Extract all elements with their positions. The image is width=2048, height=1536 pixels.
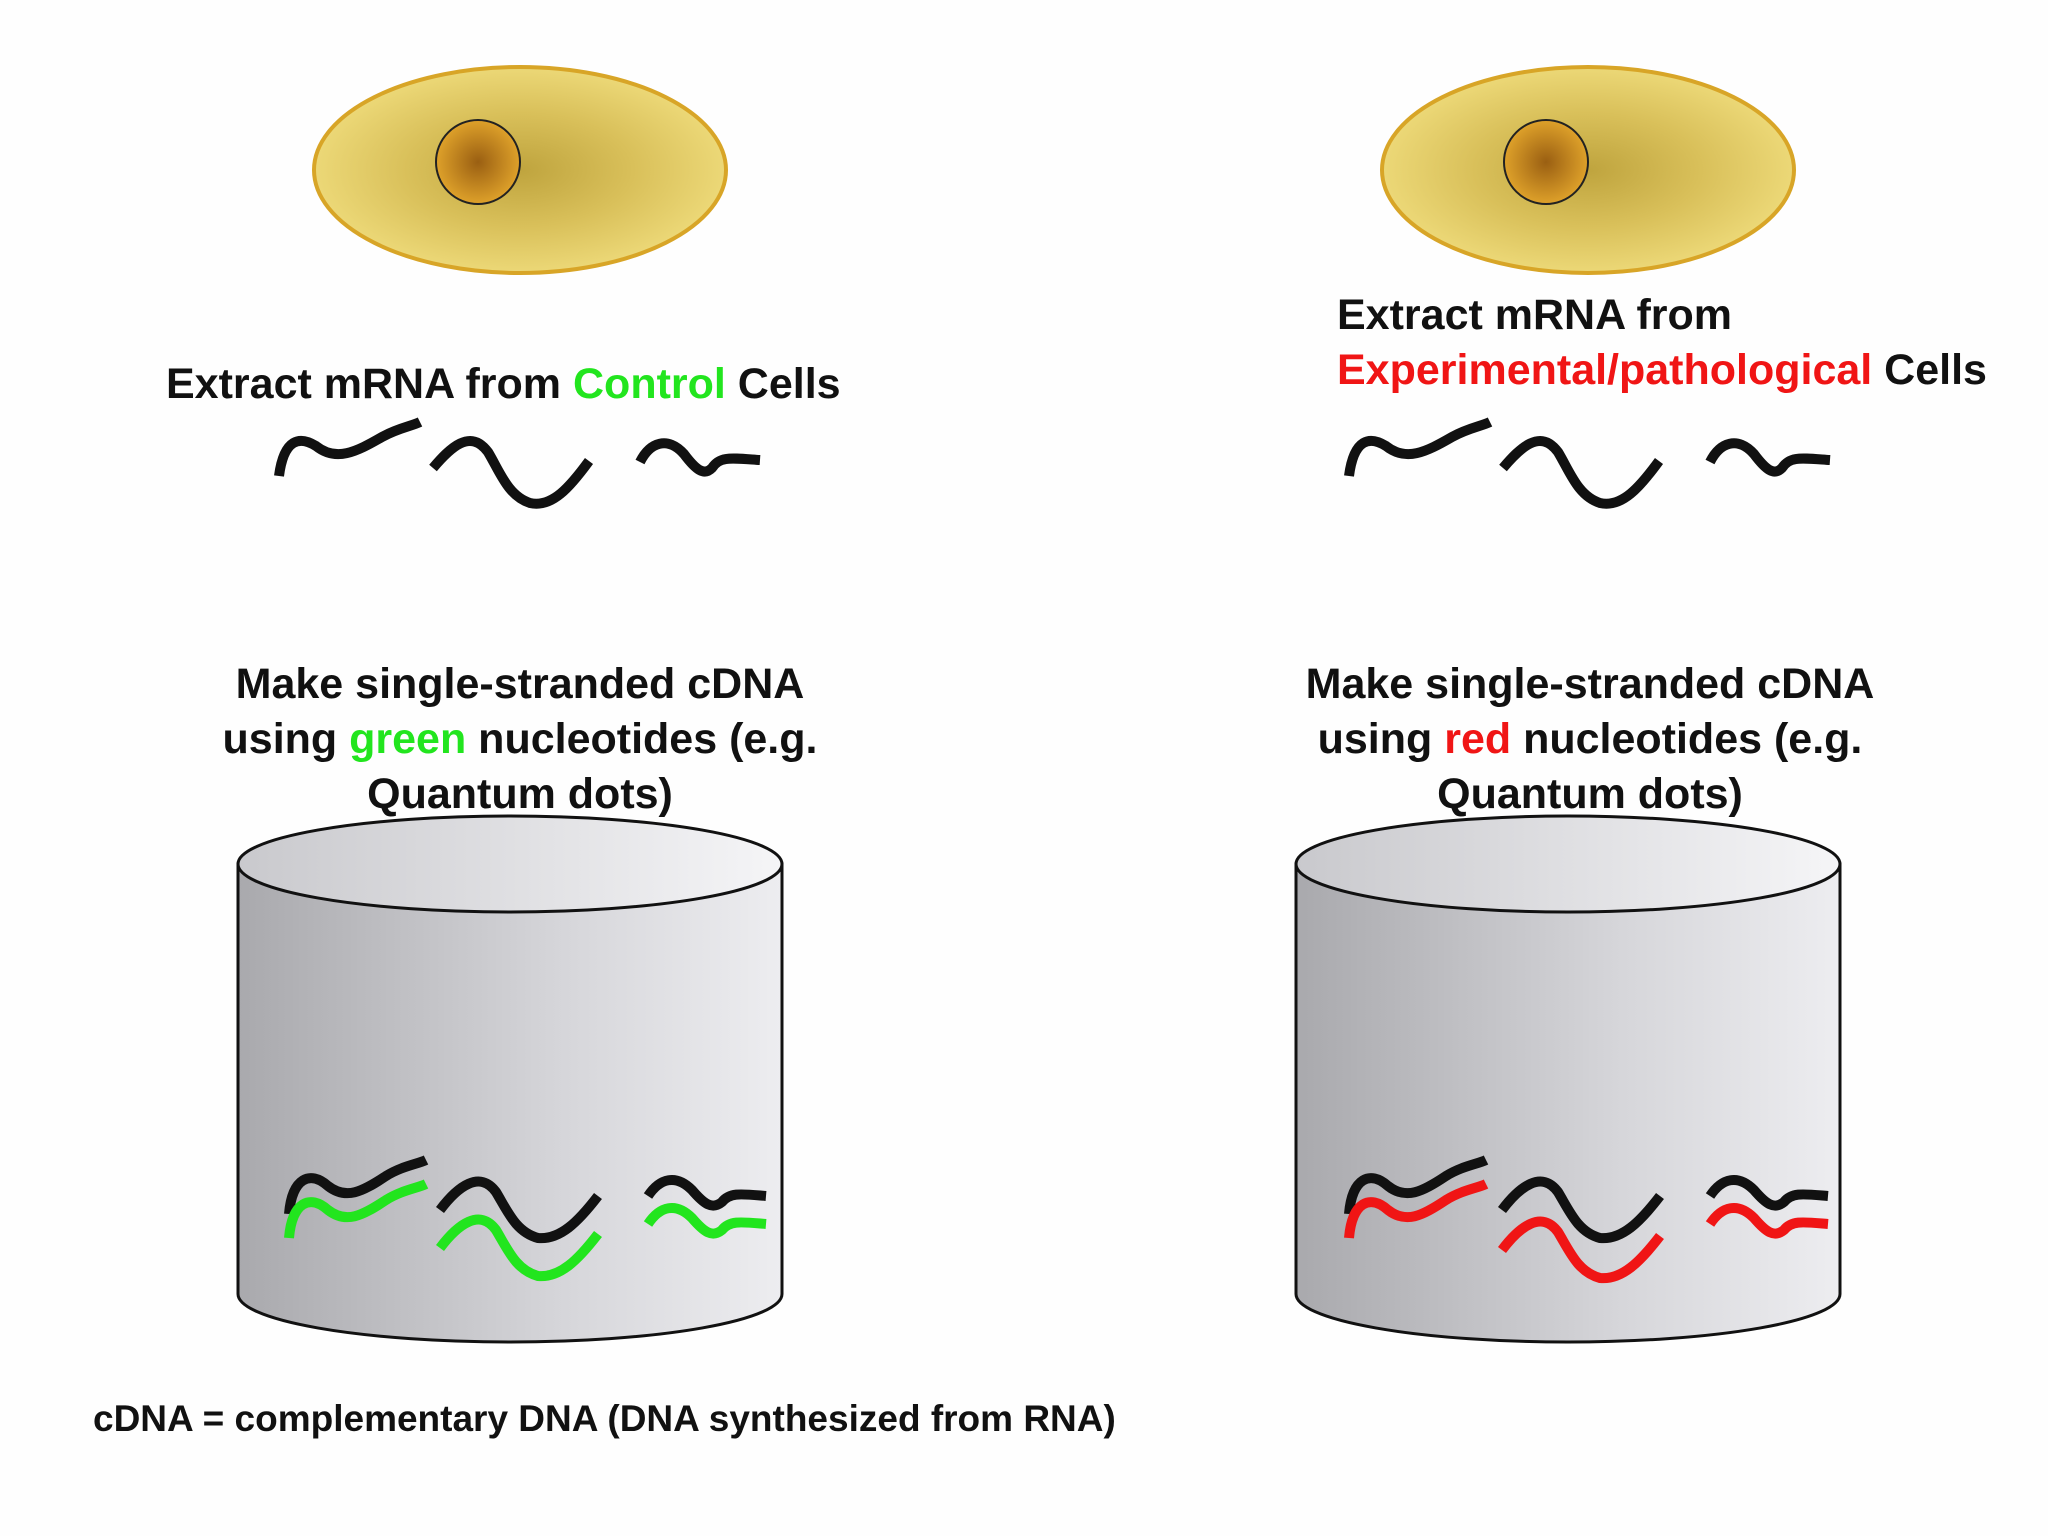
- control-highlight: Control: [573, 360, 726, 408]
- mrna-strand: [429, 436, 594, 509]
- mrna-strand: [643, 1175, 767, 1211]
- cdna-line-2-prefix: using: [1317, 715, 1445, 763]
- control-cdna-strands: [284, 1155, 767, 1282]
- tube-top: [236, 814, 784, 914]
- cdna-strand: [643, 1203, 767, 1239]
- cdna-line-3: Quantum dots): [367, 770, 673, 818]
- cdna-line-2: using red nucleotides (e.g.: [1230, 712, 1950, 767]
- extract-suffix: Cells: [1872, 346, 1987, 394]
- cell-nucleus: [435, 119, 521, 205]
- cdna-line-1: Make single-stranded cDNA: [1305, 660, 1875, 708]
- extract-line-1: Extract mRNA from: [1337, 291, 1733, 339]
- red-highlight: red: [1444, 715, 1512, 763]
- extract-line-2: Experimental/pathological Cells: [1337, 343, 1987, 398]
- cdna-line-2: using green nucleotides (e.g.: [160, 712, 880, 767]
- cdna-line-3: Quantum dots): [1437, 770, 1743, 818]
- extract-prefix: Extract mRNA from: [166, 360, 573, 408]
- experimental-cdna-label: Make single-stranded cDNA using red nucl…: [1230, 657, 1950, 822]
- mrna-strand: [274, 417, 423, 477]
- experimental-tube: [1294, 814, 1842, 1344]
- cdna-definition-footnote: cDNA = complementary DNA (DNA synthesize…: [93, 1398, 1116, 1439]
- mrna-strand: [1705, 438, 1831, 477]
- control-tube: [236, 814, 784, 1344]
- cdna-line-2-suffix: nucleotides (e.g.: [466, 715, 818, 763]
- mrna-strand: [1705, 1175, 1829, 1211]
- experimental-highlight: Experimental/pathological: [1337, 346, 1873, 394]
- control-cdna-label: Make single-stranded cDNA using green nu…: [160, 657, 880, 822]
- cdna-strand: [436, 1214, 602, 1282]
- control-mrna-strands: [274, 417, 761, 509]
- mrna-strand: [1344, 1155, 1489, 1215]
- tube-body: [1294, 862, 1842, 1344]
- experimental-cell: [1380, 65, 1796, 275]
- cdna-strand: [1705, 1203, 1829, 1239]
- experimental-mrna-strands: [1344, 417, 1831, 509]
- cdna-strand: [284, 1179, 429, 1239]
- extract-suffix: Cells: [725, 360, 841, 408]
- cdna-line-2-prefix: using: [222, 715, 350, 763]
- cdna-line-1: Make single-stranded cDNA: [235, 660, 805, 708]
- tube-body: [236, 862, 784, 1344]
- mrna-strand: [1344, 417, 1493, 477]
- cdna-line-2-suffix: nucleotides (e.g.: [1511, 715, 1863, 763]
- mrna-strand: [284, 1155, 429, 1215]
- control-cell: [312, 65, 728, 275]
- mrna-strand: [1498, 1176, 1664, 1244]
- mrna-strand: [635, 438, 761, 477]
- mrna-strand: [1499, 436, 1664, 509]
- cdna-strand: [1344, 1179, 1489, 1239]
- experimental-cdna-strands: [1344, 1155, 1829, 1284]
- green-highlight: green: [349, 715, 467, 763]
- control-extract-label: Extract mRNA from Control Cells: [166, 357, 841, 412]
- tube-top: [1294, 814, 1842, 914]
- experimental-extract-label: Extract mRNA from Experimental/pathologi…: [1337, 288, 1987, 398]
- mrna-strand: [436, 1176, 602, 1244]
- cdna-strand: [1498, 1216, 1664, 1284]
- cell-nucleus: [1503, 119, 1589, 205]
